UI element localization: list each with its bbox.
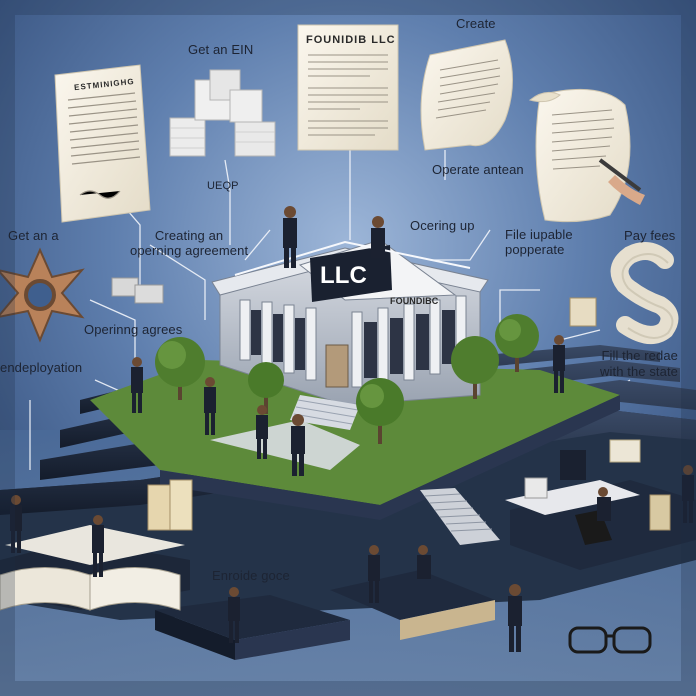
open-book (0, 567, 181, 611)
founding-document (297, 24, 399, 151)
label-create: Create (456, 16, 496, 31)
dollar-sign-icon (610, 242, 679, 344)
glasses-icon (568, 626, 652, 654)
people-figures (10, 206, 694, 652)
contract-document-left (54, 64, 151, 223)
label-fill-state: Fill the redae with the state (600, 348, 678, 379)
paper-stacks-top (169, 69, 276, 157)
curled-document (420, 39, 513, 151)
label-get-ein: Get an EIN (188, 42, 254, 57)
trees (155, 314, 539, 444)
label-ocering-up: Ocering up (410, 218, 475, 233)
label-llc-sign: LLC (320, 262, 367, 289)
llc-building (211, 239, 489, 430)
label-endeployation: endeployation (0, 360, 83, 375)
label-enroide-goce: Enroide goce (212, 568, 290, 583)
center-stairs (420, 488, 500, 545)
label-building-sign: FOUNDIBC (390, 296, 439, 306)
office-desk (505, 439, 671, 545)
gear-icon (0, 247, 85, 343)
label-operate-antean: Operate antean (432, 162, 524, 177)
rooftop-frame (234, 240, 471, 276)
label-get-an-a: Get an a (8, 228, 59, 243)
grass-platform (90, 360, 620, 520)
label-founding-document: FOUNIDIB LLC (306, 34, 396, 46)
label-pay-fees: Pay fees (624, 228, 676, 243)
coin-stacks (111, 277, 597, 531)
label-file-popperate: File iupable popperate (505, 227, 573, 257)
label-operating-agrees: Operinng agrees (84, 322, 183, 337)
label-creating-agreement: Creating an operning agreement (130, 228, 249, 258)
signing-scroll (528, 88, 645, 223)
label-uedp: UEQP (207, 180, 239, 192)
